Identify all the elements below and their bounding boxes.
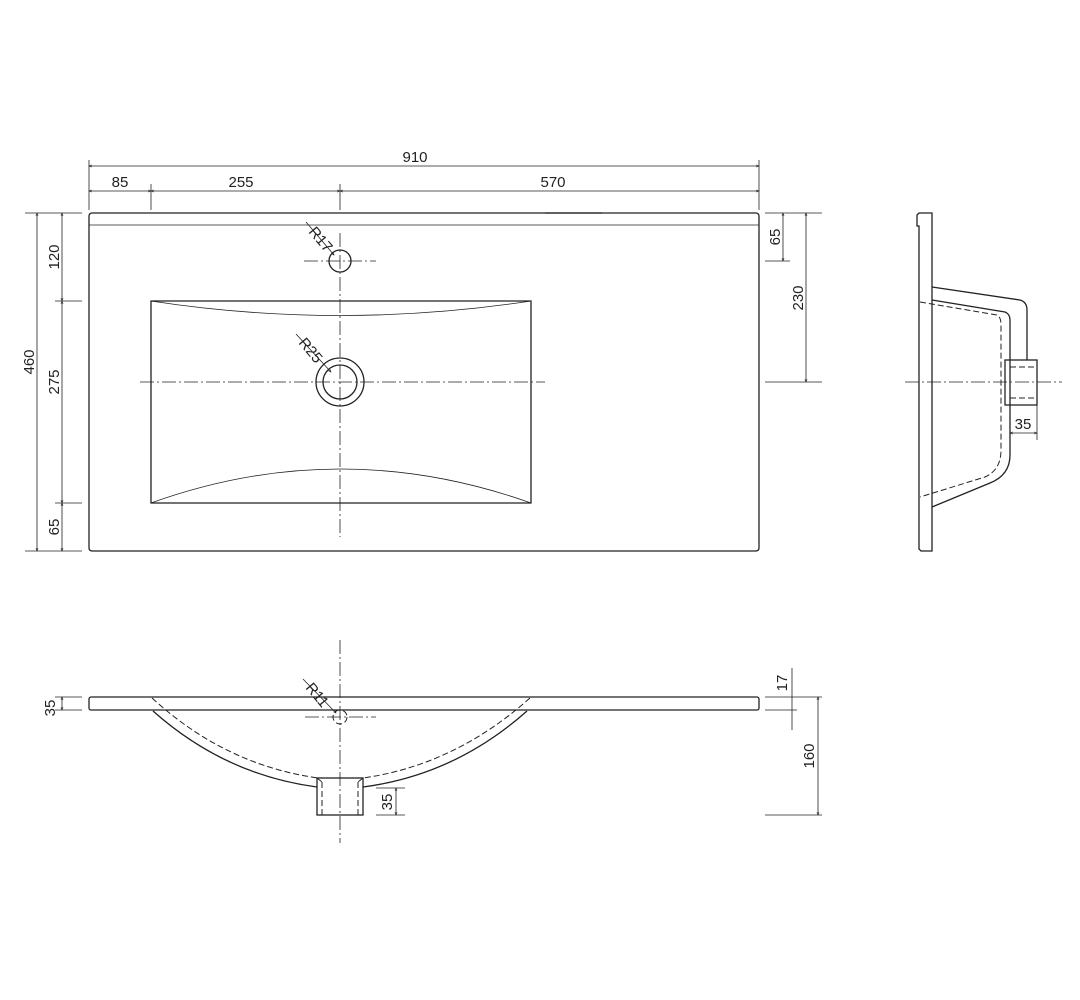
side-outer-bowl [931, 286, 1028, 360]
side-view: 35 [905, 212, 1062, 552]
dim-35-drain-label: 35 [379, 794, 396, 811]
r25-label: R25 [295, 335, 326, 367]
dim-65-front-label: 65 [46, 519, 63, 536]
r11-leader [302, 678, 336, 713]
r17-label: R17 [305, 224, 336, 256]
dim-17-label: 17 [774, 675, 791, 692]
basin-bottom-curve [150, 468, 532, 504]
dim-230-label: 230 [790, 285, 807, 310]
dim-255-label: 255 [228, 174, 253, 191]
r11-label: R11 [302, 680, 332, 711]
side-slab [916, 212, 933, 552]
dim-160-label: 160 [801, 743, 818, 768]
front-outer-bowl [152, 710, 528, 788]
dim-275-label: 275 [46, 369, 63, 394]
side-inner-bowl [931, 299, 1011, 508]
dim-910-label: 910 [402, 149, 427, 166]
front-view: R11 35 17 160 35 [42, 640, 822, 843]
dim-35-left-label: 35 [42, 700, 59, 717]
front-slab [88, 696, 760, 711]
r17-leader [305, 221, 334, 255]
basin-top-curve [150, 300, 532, 316]
dim-65-tap-label: 65 [767, 229, 784, 246]
extension-lines [25, 160, 822, 552]
side-drain [1004, 359, 1038, 406]
extension-lines [55, 696, 822, 816]
top-view: R17 R25 910 85 255 570 460 120 275 65 65 [21, 149, 822, 551]
basin-outline [150, 300, 532, 504]
countertop-outline [88, 212, 760, 552]
dim-120-label: 120 [46, 244, 63, 269]
r25-leader [295, 333, 331, 372]
dim-85-label: 85 [112, 174, 129, 191]
dim-460-label: 460 [21, 349, 38, 374]
dim-570-label: 570 [540, 174, 565, 191]
dim-35-side-label: 35 [1015, 416, 1032, 433]
